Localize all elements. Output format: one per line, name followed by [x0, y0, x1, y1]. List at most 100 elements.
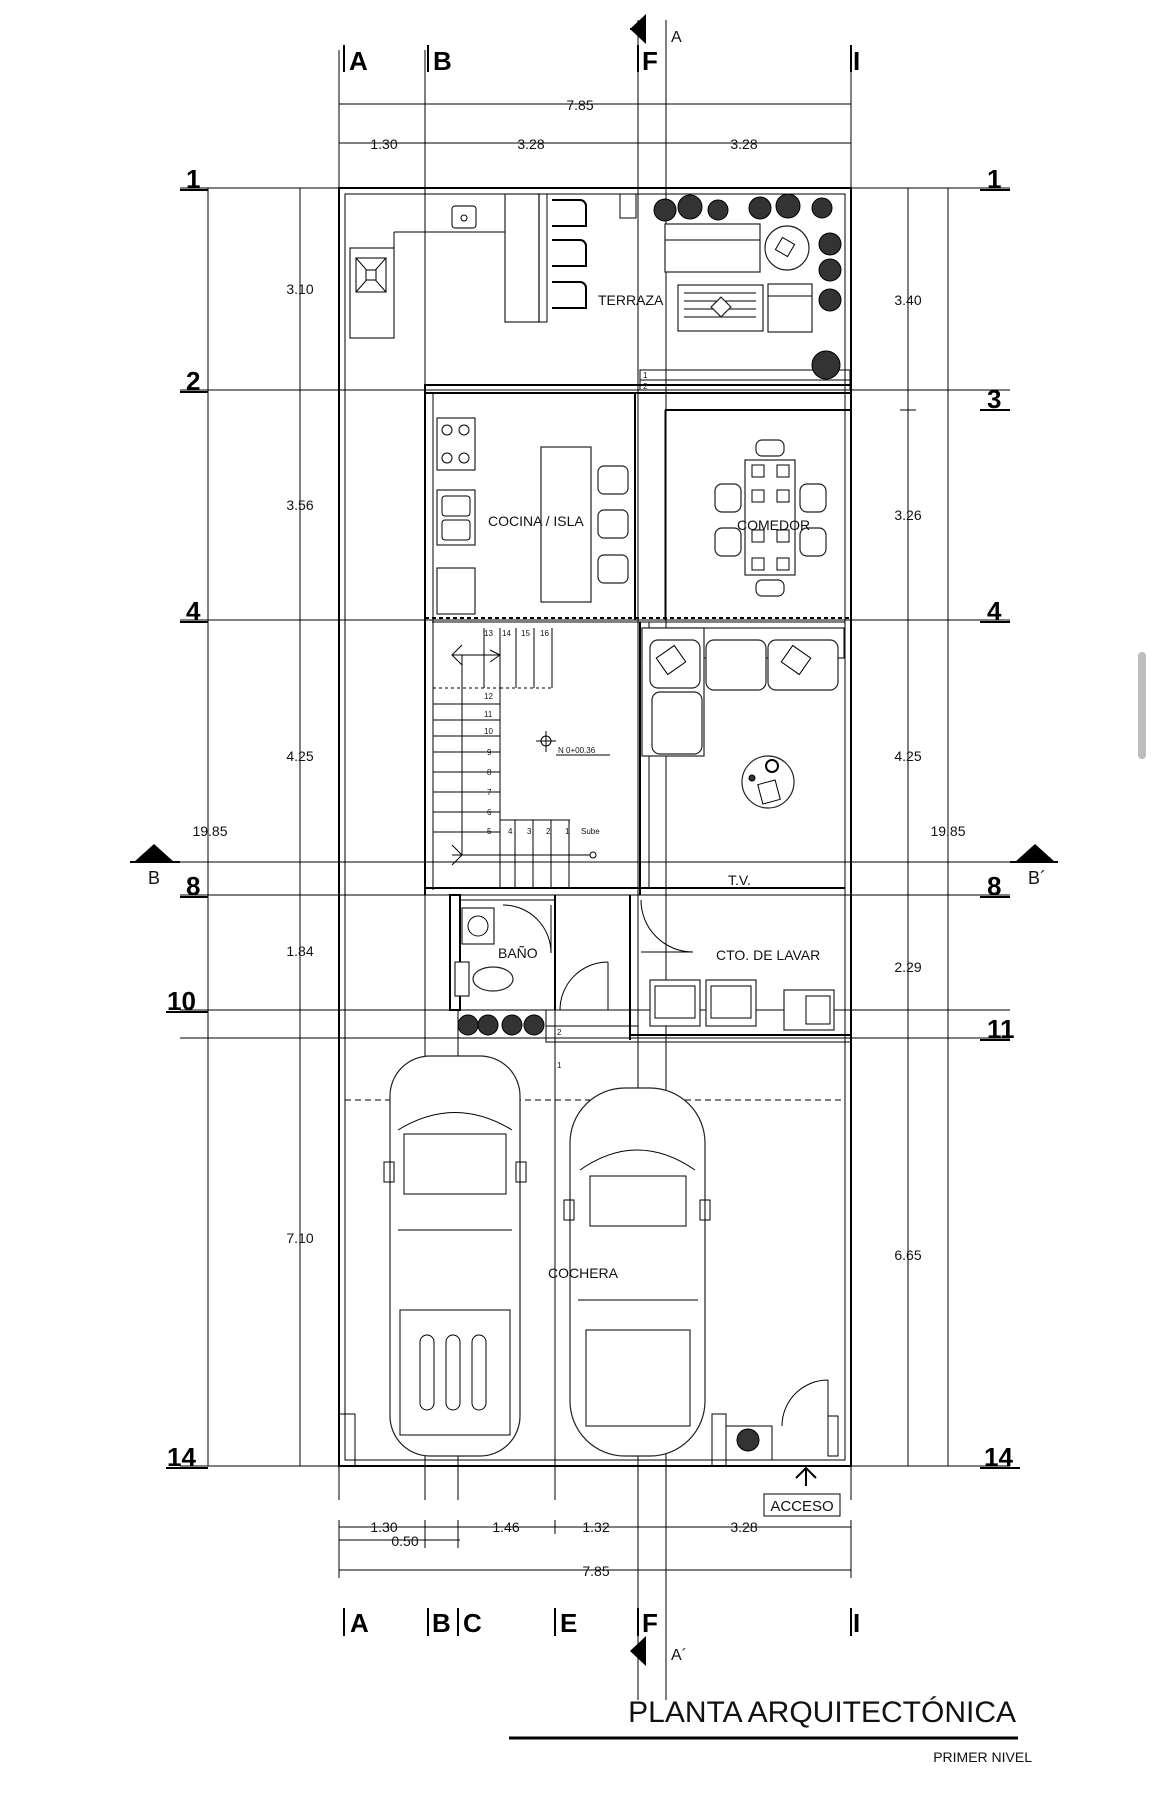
axis-left-4: 4: [186, 596, 201, 626]
dim-right-5: 6.65: [894, 1247, 921, 1263]
stair-sube-label: Sube: [581, 827, 600, 836]
living-sofa: [641, 627, 845, 757]
dim-bottom-e: 3.28: [730, 1519, 757, 1535]
dim-left-3: 4.25: [286, 748, 313, 764]
terrace-lounge: [619, 193, 813, 333]
stair-step-2: 2: [546, 827, 551, 836]
stair-step-4: 4: [508, 827, 513, 836]
room-label-comedor: COMEDOR: [737, 517, 810, 533]
dim-left-2: 3.56: [286, 497, 313, 513]
island-stools: [597, 465, 629, 584]
axis-bottom-b: B: [432, 1608, 451, 1638]
axis-right-3: 3: [987, 384, 1001, 414]
bathroom-plants: [457, 1014, 545, 1036]
bathroom-door: [502, 904, 609, 1011]
axis-labels-bottom: A B C E F I: [343, 1608, 860, 1638]
dim-right-1: 3.40: [894, 292, 921, 308]
dim-bottom-c: 1.46: [492, 1519, 519, 1535]
axis-left-2: 2: [186, 366, 200, 396]
laundry-appliances: [649, 979, 835, 1031]
terrace-bar-counter: [504, 193, 548, 323]
dim-bottom-d: 1.32: [582, 1519, 609, 1535]
axis-bottom-a: A: [350, 1608, 369, 1638]
dining-table: [744, 459, 796, 576]
bathroom-fixtures: [454, 907, 514, 997]
dim-right-4: 2.29: [894, 959, 921, 975]
stair-step-6: 6: [487, 808, 492, 817]
garage-car-right: [563, 1087, 711, 1457]
axis-labels-right: 1 3 4 8 11 14: [980, 164, 1020, 1472]
step-small-1: 1: [643, 371, 648, 380]
dim-top-b: 3.28: [517, 136, 544, 152]
dim-left-5: 7.10: [286, 1230, 313, 1246]
axis-labels-top: A B F I: [343, 45, 860, 76]
kitchen-sink-icon: [436, 489, 476, 546]
step-small-2: 2: [643, 382, 648, 391]
axis-left-1: 1: [186, 164, 200, 194]
stair-step-13: 13: [484, 629, 493, 638]
stair-step-3: 3: [527, 827, 532, 836]
access-label: ACCESO: [770, 1498, 833, 1515]
stair-step-10: 10: [484, 727, 493, 736]
terrace-grill: [349, 231, 505, 339]
garage-column-left: [338, 1413, 356, 1467]
stair-step-16: 16: [540, 629, 549, 638]
room-label-cochera: COCHERA: [548, 1265, 619, 1281]
axis-right-14: 14: [984, 1442, 1013, 1472]
stair-step-5: 5: [487, 827, 492, 836]
garage-column-right: [711, 1413, 727, 1467]
stair-step-1: 1: [565, 827, 570, 836]
stair-step-8: 8: [487, 768, 492, 777]
terrace-plants: [653, 193, 842, 380]
room-label-cocina: COCINA / ISLA: [488, 513, 584, 529]
section-marker-b-right: [1010, 844, 1058, 863]
stair-step-12: 12: [484, 692, 493, 701]
drawing-title: PLANTA ARQUITECTÓNICA: [628, 1696, 1016, 1729]
level-marker-icon: [536, 731, 610, 756]
left-dimensions: [207, 187, 310, 1467]
drawing-subtitle: PRIMER NIVEL: [933, 1749, 1032, 1765]
axis-bottom-f: F: [642, 1608, 658, 1638]
axis-right-8: 8: [987, 871, 1001, 901]
dim-top-c: 3.28: [730, 136, 757, 152]
section-marker-b-left: [130, 844, 180, 863]
axis-labels-left: 1 2 4 8 10 14: [166, 164, 208, 1472]
top-dimensions: [338, 96, 852, 150]
garage-car-left: [383, 1055, 527, 1457]
room-label-bano: BAÑO: [498, 945, 538, 961]
vertical-scrollbar[interactable]: [1138, 652, 1146, 759]
dim-right-2: 3.26: [894, 507, 921, 523]
stair-step-15: 15: [521, 629, 530, 638]
axis-top-f: F: [642, 46, 658, 76]
kitchen-island: [540, 446, 592, 603]
terrace-sink-icon: [451, 205, 477, 229]
axis-top-a: A: [349, 46, 368, 76]
section-marker-a-top: [630, 14, 646, 44]
kitchen-stove: [436, 417, 476, 471]
exterior-walls: [338, 187, 852, 1467]
kitchen-fridge: [436, 567, 476, 615]
dim-top-total: 7.85: [566, 97, 593, 113]
room-label-tv: T.V.: [728, 872, 751, 888]
section-label-b-left: B: [148, 868, 160, 888]
axis-right-1: 1: [987, 164, 1001, 194]
dim-bottom-a: 1.30: [370, 1519, 397, 1535]
dim-left-4: 1.84: [286, 943, 313, 959]
laundry-door: [640, 899, 694, 953]
stair-step-11: 11: [484, 710, 493, 719]
staircase: [433, 628, 597, 888]
step-small-4: 1: [557, 1061, 562, 1070]
level-label: N 0+00.36: [558, 746, 596, 755]
axis-left-10: 10: [167, 986, 196, 1016]
coffee-table: [741, 755, 795, 809]
garage-planter: [725, 1425, 773, 1461]
section-label-a-bottom: A´: [671, 1647, 687, 1664]
room-label-lavar: CTO. DE LAVAR: [716, 947, 820, 963]
dim-right-total: 19.85: [930, 823, 965, 839]
axis-bottom-e: E: [560, 1608, 577, 1638]
dim-top-a: 1.30: [370, 136, 397, 152]
axis-left-14: 14: [167, 1442, 196, 1472]
bar-stools: [552, 199, 587, 309]
axis-bottom-c: C: [463, 1608, 482, 1638]
step-small-3: 2: [557, 1028, 562, 1037]
